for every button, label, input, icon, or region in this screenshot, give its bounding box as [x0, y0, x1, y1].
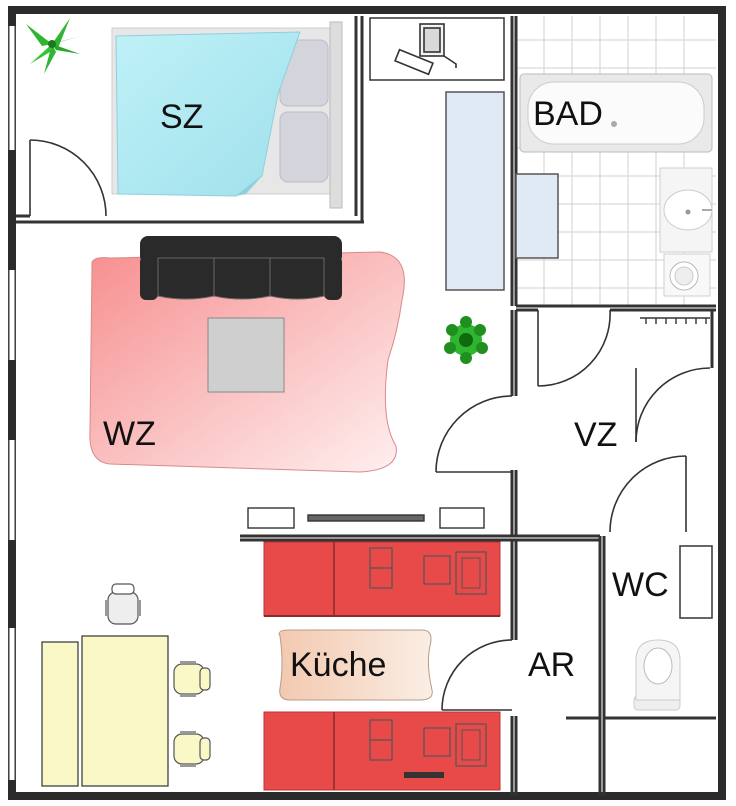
radiator — [640, 317, 710, 324]
couch — [140, 236, 342, 300]
room-label-bad: BAD — [533, 95, 603, 133]
stove-icon — [404, 772, 444, 778]
room-label-ar: AR — [528, 646, 575, 684]
plant-icon — [444, 316, 488, 364]
kitchen-counter-bottom — [263, 711, 501, 791]
sink-icon — [659, 167, 713, 253]
chair-icon — [105, 583, 141, 625]
outer-walls — [8, 6, 726, 800]
room-label-kueche: Küche — [290, 646, 386, 684]
toilet-icon — [633, 639, 681, 711]
room-label-sz: SZ — [160, 98, 203, 136]
dining-table — [41, 635, 169, 787]
interior-walls — [16, 16, 716, 796]
room-label-vz: VZ — [574, 416, 617, 454]
coffee-table — [207, 317, 285, 393]
chair-icon — [173, 731, 211, 767]
wardrobe — [445, 91, 505, 291]
room-label-wz: WZ — [103, 415, 156, 453]
plant-icon — [26, 18, 82, 74]
kitchen-counter-top — [263, 541, 501, 617]
door-swings — [29, 139, 711, 711]
chair-icon — [173, 661, 211, 697]
washing-machine-icon — [663, 253, 711, 297]
kitchen-hood-shelf — [247, 507, 485, 529]
computer-icon — [394, 23, 457, 76]
bathtub-icon — [519, 73, 713, 153]
room-label-wc: WC — [612, 566, 669, 604]
bed — [111, 21, 343, 209]
bath-cabinet — [515, 173, 559, 259]
kitchen-island — [278, 629, 433, 701]
wc-cabinet — [679, 545, 713, 619]
